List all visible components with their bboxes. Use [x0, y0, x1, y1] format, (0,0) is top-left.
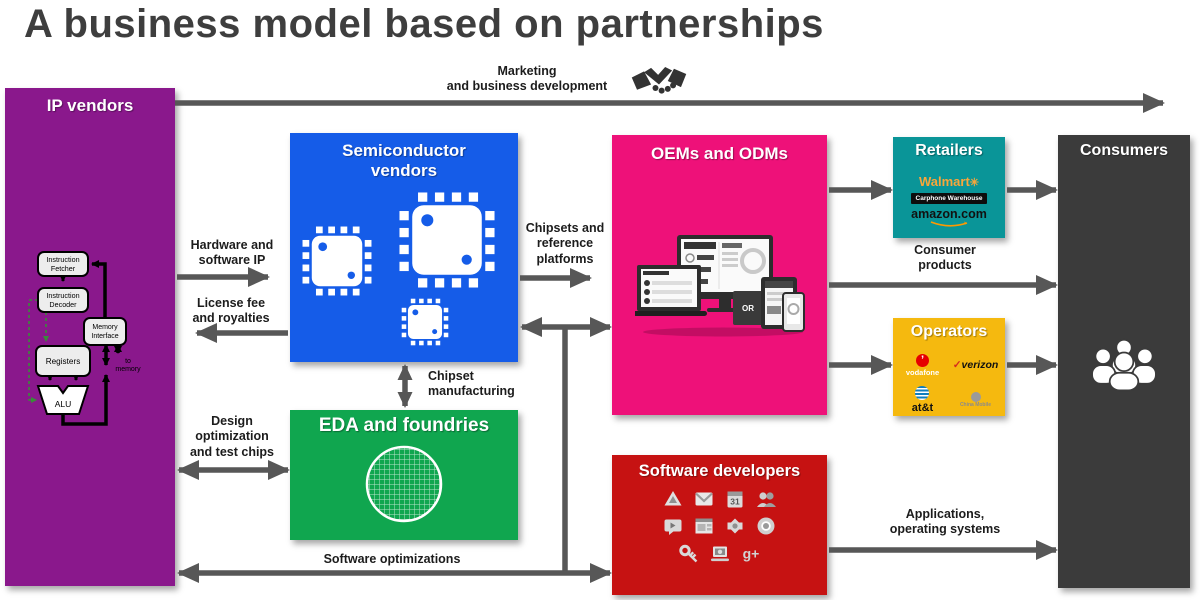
amazon-smile	[930, 220, 968, 227]
amazon-logo: amazon.com	[911, 208, 987, 227]
node-software-developers-label: Software developers	[638, 462, 801, 480]
svg-text:g+: g+	[742, 546, 759, 562]
label-software-optimizations: Software optimizations	[323, 552, 461, 566]
node-ip-vendors: IP vendors	[5, 88, 175, 586]
node-eda-foundries-label: EDA and foundries	[318, 415, 490, 436]
chip-icon-large	[399, 192, 495, 288]
cpu-block-fetcher: Instruction Fetcher	[37, 251, 89, 277]
china-mobile-mark-icon	[970, 391, 981, 402]
webpage-icon	[695, 518, 713, 534]
people-group-icon	[1091, 338, 1157, 392]
china-mobile-logo: China Mobile	[960, 391, 991, 408]
wafer-icon	[365, 445, 443, 523]
svg-text:OR: OR	[742, 304, 754, 313]
cpu-block-decoder: Instruction Decoder	[37, 287, 89, 313]
label-chipset-manufacturing: Chipset manufacturing	[428, 369, 515, 399]
svg-text:Interface: Interface	[91, 333, 118, 340]
page-title: A business model based on partnerships	[24, 2, 824, 46]
vodafone-logo: ’ vodafone	[905, 354, 940, 377]
label-applications: Applications, operating systems	[889, 507, 1001, 537]
cpu-block-alu: ALU	[36, 385, 90, 415]
video-chat-icon	[664, 519, 682, 535]
gmail-icon	[695, 492, 713, 506]
chip-icon-medium	[302, 226, 372, 296]
cpu-block-diagram: Instruction Fetcher Instruction Decoder …	[28, 251, 141, 426]
node-semiconductor-vendors: Semiconductor vendors	[290, 133, 518, 362]
att-globe-icon	[915, 385, 930, 400]
att-logo: at&t	[912, 385, 933, 414]
cpu-block-memory-interface: Memory Interface	[83, 317, 127, 346]
svg-text:31: 31	[730, 497, 740, 507]
google-plus-icon: g+	[742, 546, 759, 562]
svg-text:Decoder: Decoder	[49, 300, 77, 309]
label-license-fee: License fee and royalties	[192, 296, 270, 326]
wire-mem-fetch-loop	[91, 260, 107, 318]
laptop-icon	[635, 265, 707, 316]
node-oems-odms: OEMs and ODMs	[612, 135, 827, 415]
label-hardware-ip: Hardware and software IP	[190, 238, 274, 268]
svg-text:ALU: ALU	[55, 399, 72, 409]
label-chipsets: Chipsets and reference platforms	[525, 221, 605, 266]
phone-icon	[782, 292, 805, 332]
node-oems-odms-label: OEMs and ODMs	[651, 144, 788, 163]
node-eda-foundries: EDA and foundries	[290, 410, 518, 540]
node-semiconductor-vendors-label: Semiconductor vendors	[342, 141, 466, 180]
svg-text:Fetcher: Fetcher	[51, 264, 76, 273]
node-operators: Operators ’ vodafone ✓verizon at&t China…	[893, 318, 1005, 416]
game-controller-icon	[727, 518, 743, 534]
walmart-logo: Walmart✳	[918, 174, 980, 189]
svg-text:Memory: Memory	[92, 324, 118, 331]
svg-text:to: to	[125, 358, 131, 365]
drive-icon	[664, 491, 682, 506]
node-consumers: Consumers	[1058, 135, 1190, 588]
node-operators-title: Operators	[910, 323, 988, 340]
svg-text:Registers: Registers	[46, 357, 81, 366]
svg-text:Instruction: Instruction	[46, 291, 79, 300]
cpu-to-memory-note: to memory	[115, 358, 141, 373]
chip-icon-small	[401, 298, 449, 346]
node-ip-vendors-label: IP vendors	[46, 96, 134, 115]
verizon-logo: ✓verizon	[952, 359, 999, 371]
key-icon	[678, 544, 697, 563]
label-consumer-products: Consumer products	[914, 243, 976, 273]
dev-laptop-icon	[710, 546, 729, 562]
wire-alu-loop	[61, 374, 110, 426]
node-software-developers: Software developers 31 g+	[612, 455, 827, 595]
handshake-icon	[631, 66, 687, 94]
carphone-warehouse-logo: Carphone Warehouse	[910, 193, 988, 204]
software-icons-grid: 31 g+	[612, 488, 827, 564]
devices-illustration: OR	[635, 235, 805, 337]
groups-icon	[757, 492, 776, 507]
svg-text:Instruction: Instruction	[46, 255, 79, 264]
node-retailers-title: Retailers	[915, 142, 983, 159]
cpu-block-registers: Registers	[35, 345, 91, 377]
label-marketing: Marketing and business development	[446, 64, 608, 94]
calendar-icon: 31	[727, 491, 743, 508]
svg-text:memory: memory	[115, 366, 141, 373]
chrome-icon	[757, 517, 775, 535]
device-card: OR	[733, 291, 763, 325]
node-retailers: Retailers Walmart✳ Carphone Warehouse am…	[893, 137, 1005, 238]
label-design-optimization: Design optimization and test chips	[189, 414, 275, 459]
node-consumers-label: Consumers	[1079, 142, 1169, 159]
